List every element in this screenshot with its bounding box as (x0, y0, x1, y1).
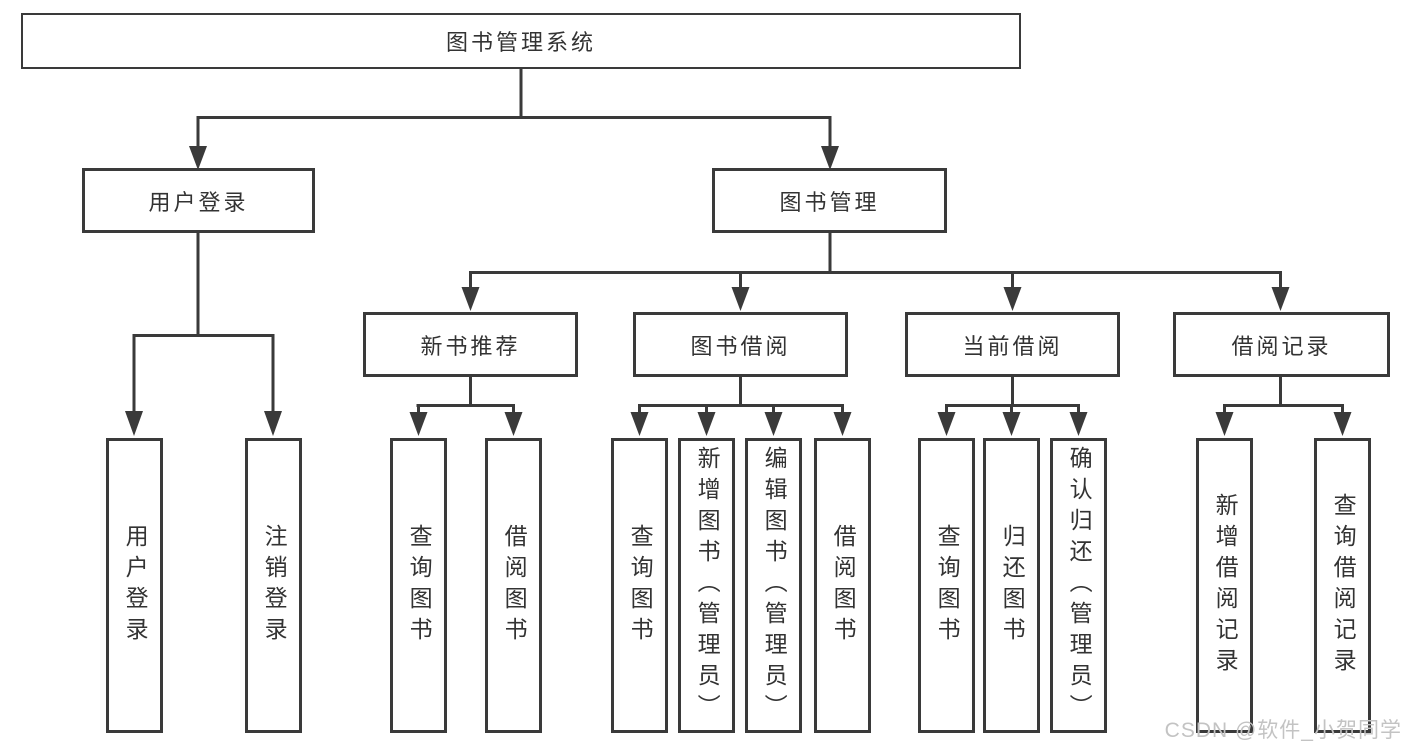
leaf-borrow-books-label: 借阅图书 (830, 523, 857, 648)
leaf-confirm-return-admin: 确认归还（管理员） (1050, 438, 1107, 733)
leaf-query-books-recommend-label: 查询图书 (406, 523, 433, 648)
leaf-confirm-return-admin-label: 确认归还（管理员） (1066, 446, 1093, 725)
leaf-user-login-label: 用户登录 (122, 523, 149, 648)
arrowhead (821, 146, 839, 170)
arrowhead (1069, 412, 1088, 436)
arrowhead (1271, 287, 1290, 311)
arrowhead (461, 287, 480, 311)
connector-book-borrowing-to-leaves (630, 377, 852, 436)
leaf-query-books-current-label: 查询图书 (934, 523, 961, 648)
leaf-return-books-label: 归还图书 (999, 523, 1026, 648)
node-book-borrowing: 图书借阅 (633, 312, 848, 377)
leaf-query-borrow-record-label: 查询借阅记录 (1330, 492, 1357, 679)
leaf-add-borrow-record: 新增借阅记录 (1196, 438, 1253, 733)
node-borrowing-records: 借阅记录 (1173, 312, 1390, 377)
node-user-login: 用户登录 (82, 168, 315, 233)
watermark: CSDN @软件_小贺同学 (1164, 719, 1402, 742)
leaf-add-borrow-record-label: 新增借阅记录 (1212, 492, 1239, 679)
node-book-borrowing-label: 图书借阅 (690, 333, 791, 359)
node-current-borrowing: 当前借阅 (905, 312, 1120, 377)
arrowhead (125, 411, 143, 436)
leaf-logout-label: 注销登录 (261, 523, 288, 648)
arrowhead (1215, 412, 1234, 436)
arrowhead (409, 412, 428, 436)
arrowhead (937, 412, 956, 436)
connector-new-book-to-leaves (409, 377, 523, 436)
connector-book-management-to-level3 (461, 233, 1290, 311)
node-user-login-label: 用户登录 (148, 189, 249, 215)
arrowhead (630, 412, 649, 436)
arrowhead (189, 146, 207, 170)
arrowhead (264, 411, 282, 436)
connector-current-borrowing-to-leaves (937, 377, 1088, 436)
arrowhead (1002, 412, 1021, 436)
arrowhead (1003, 287, 1022, 311)
connector-borrowing-records-to-leaves (1215, 377, 1352, 436)
leaf-query-books-borrowing-label: 查询图书 (627, 523, 654, 648)
node-current-borrowing-label: 当前借阅 (962, 333, 1063, 359)
arrowhead (504, 412, 523, 436)
leaf-borrow-books-recommend: 借阅图书 (485, 438, 542, 733)
leaf-query-borrow-record: 查询借阅记录 (1314, 438, 1371, 733)
node-book-management-label: 图书管理 (779, 189, 880, 215)
arrowhead (833, 412, 852, 436)
node-book-management: 图书管理 (712, 168, 947, 233)
leaf-add-books-admin-label: 新增图书（管理员） (694, 446, 721, 725)
node-new-book-recommendation: 新书推荐 (363, 312, 578, 377)
arrowhead (697, 412, 716, 436)
node-borrowing-records-label: 借阅记录 (1231, 333, 1332, 359)
leaf-query-books-borrowing: 查询图书 (611, 438, 668, 733)
leaf-edit-books-admin-label: 编辑图书（管理员） (761, 446, 788, 725)
leaf-add-books-admin: 新增图书（管理员） (678, 438, 735, 733)
connector-user-login-to-leaves (125, 233, 282, 436)
leaf-edit-books-admin: 编辑图书（管理员） (745, 438, 802, 733)
arrowhead (731, 287, 750, 311)
leaf-query-books-current: 查询图书 (918, 438, 975, 733)
leaf-user-login: 用户登录 (106, 438, 163, 733)
node-new-book-recommendation-label: 新书推荐 (420, 333, 521, 359)
arrowhead (1333, 412, 1352, 436)
leaf-borrow-books: 借阅图书 (814, 438, 871, 733)
arrowhead (764, 412, 783, 436)
leaf-return-books: 归还图书 (983, 438, 1040, 733)
leaf-logout: 注销登录 (245, 438, 302, 733)
leaf-query-books-recommend: 查询图书 (390, 438, 447, 733)
connector-root-to-level2 (189, 69, 839, 170)
node-root-label: 图书管理系统 (445, 30, 596, 55)
leaf-borrow-books-recommend-label: 借阅图书 (501, 523, 528, 648)
node-root: 图书管理系统 (21, 13, 1021, 69)
